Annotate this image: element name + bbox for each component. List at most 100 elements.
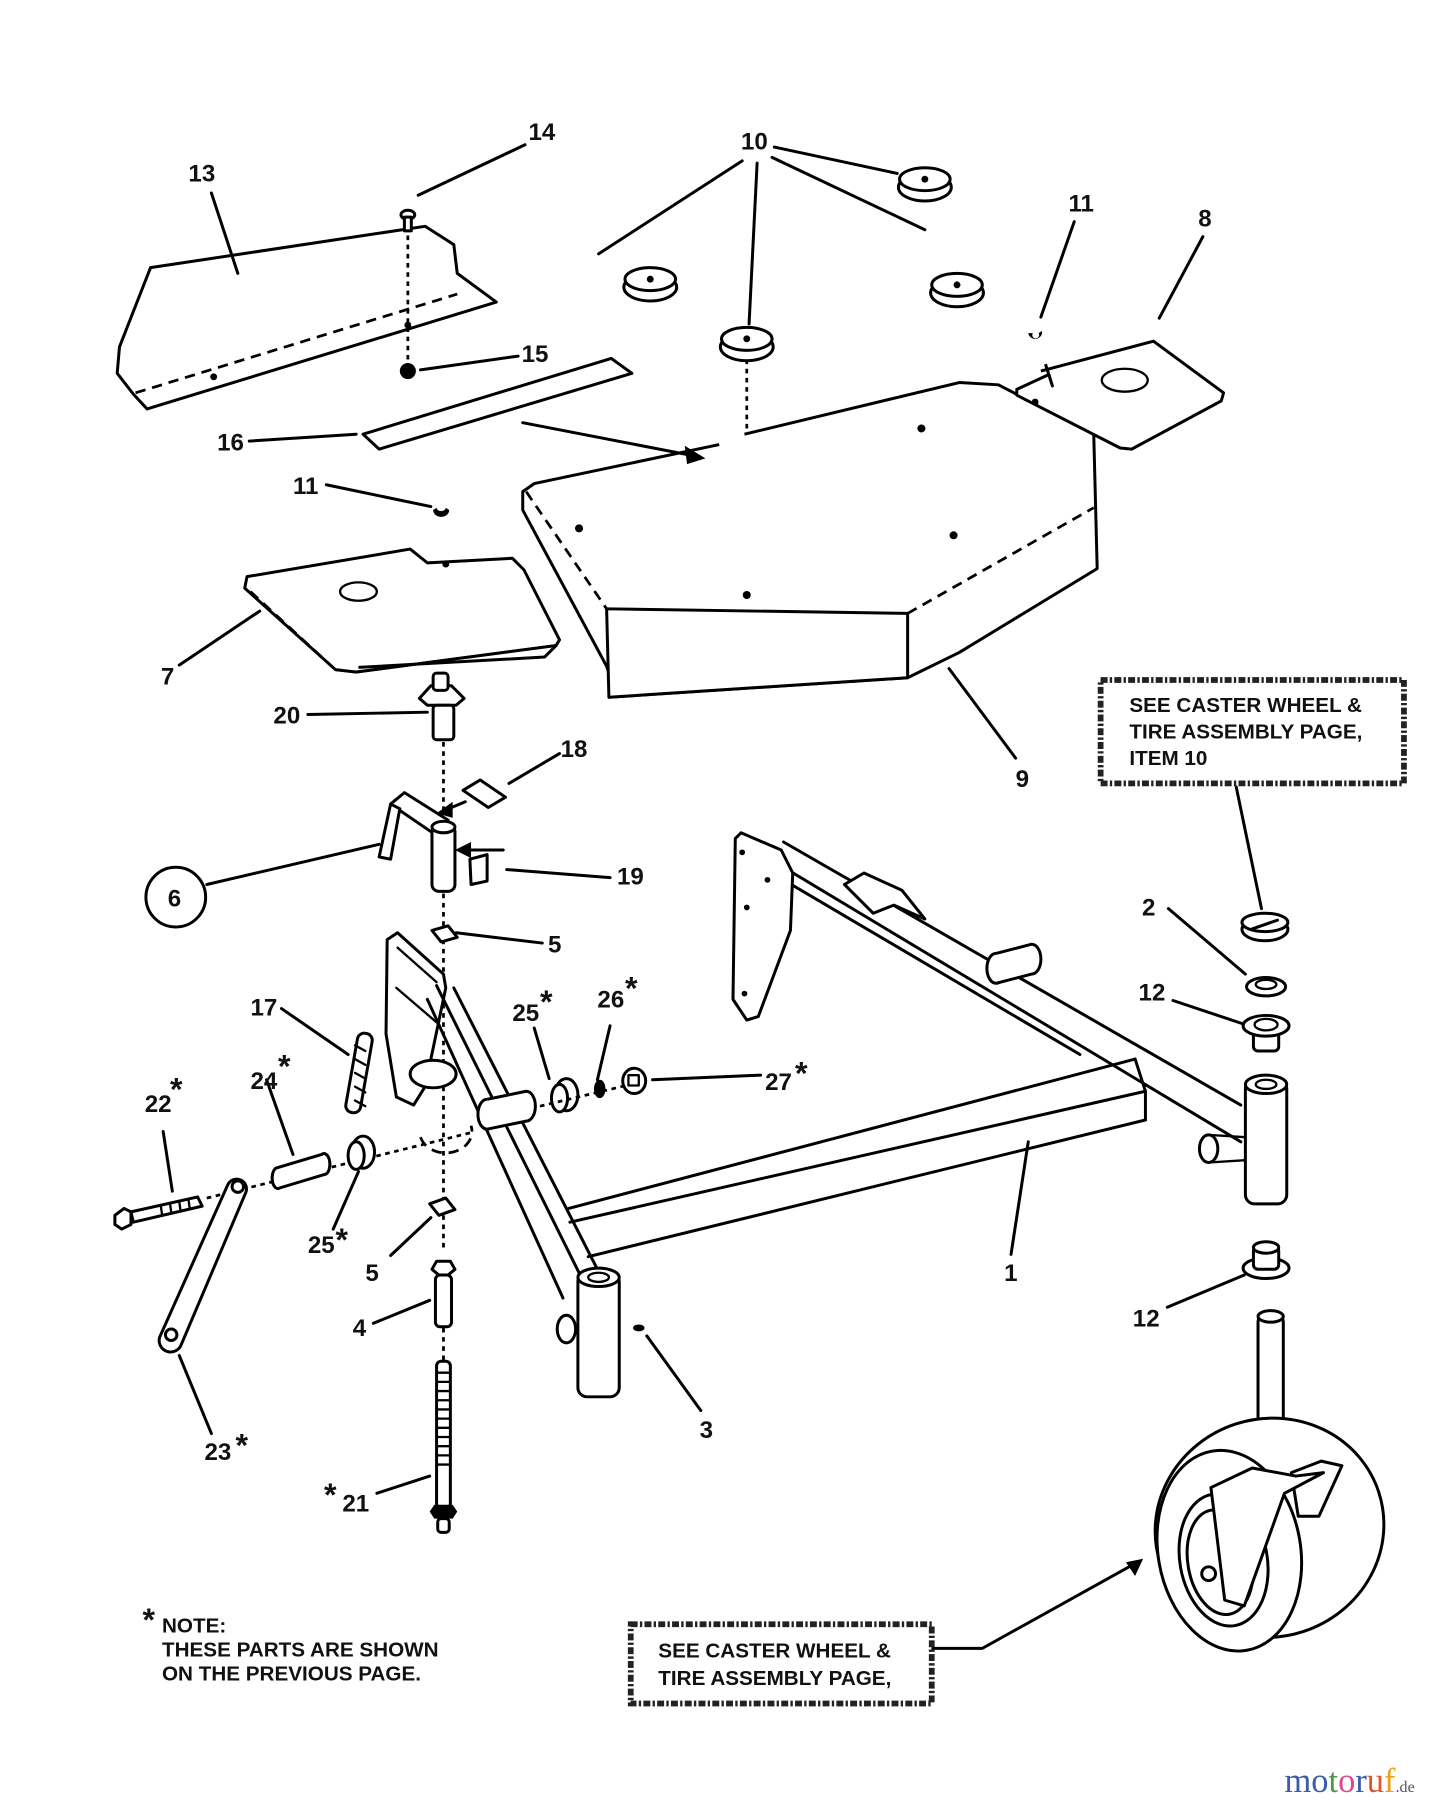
- callout-1: 1: [1004, 1260, 1017, 1287]
- part-12-bushing: [1241, 1240, 1291, 1280]
- callout-9: 9: [1016, 766, 1029, 793]
- part-10-knob: [929, 271, 985, 309]
- part-10-knob: [896, 166, 953, 203]
- callout-5-lower: 5: [365, 1260, 378, 1287]
- callout-26-star: *: [625, 970, 638, 1006]
- reference-box-top-line-1: SEE CASTER WHEEL &: [1129, 694, 1362, 717]
- callout-labels: 1 2 3 4 5 5 6 7 8 9 10 11 11 12 12 13 14…: [144, 119, 1212, 1518]
- note-line-2: ON THE PREVIOUS PAGE.: [162, 1663, 421, 1686]
- part-10-knob: [718, 325, 775, 363]
- callout-20: 20: [273, 703, 300, 730]
- reference-box-bottom: SEE CASTER WHEEL & TIRE ASSEMBLY PAGE,: [627, 1621, 935, 1707]
- part-16-strip: [361, 356, 634, 451]
- part-24-spacer: [270, 1152, 332, 1191]
- callout-25-left-star: *: [335, 1222, 348, 1258]
- callout-27-star: *: [795, 1055, 808, 1091]
- part-22-bolt: [113, 1195, 204, 1231]
- callout-14: 14: [528, 119, 555, 146]
- part-13-channel-cover: [115, 224, 498, 411]
- callout-23-star: *: [236, 1428, 249, 1464]
- note-star: *: [142, 1602, 155, 1638]
- reference-box-bottom-line-2: TIRE ASSEMBLY PAGE,: [658, 1667, 891, 1690]
- callout-5-upper: 5: [548, 931, 561, 958]
- logo-suffix: .de: [1396, 1779, 1415, 1796]
- reference-box-top-line-3: ITEM 10: [1129, 747, 1207, 770]
- callout-8: 8: [1198, 205, 1211, 232]
- part-25-bushing: [346, 1134, 377, 1171]
- callout-7: 7: [161, 664, 174, 691]
- part-5-square-nut: [430, 924, 459, 944]
- logo-letter: t: [1329, 1762, 1339, 1800]
- logo-letter: o: [1311, 1762, 1328, 1800]
- note-heading: NOTE:: [162, 1614, 226, 1637]
- logo-letter: f: [1384, 1762, 1396, 1800]
- caster-wheel-assembly: [1153, 1309, 1386, 1653]
- callout-12-lower: 12: [1133, 1306, 1160, 1333]
- part-1-frame: [425, 831, 1289, 1399]
- part-8-right-plate: [1015, 339, 1226, 451]
- callout-2: 2: [1142, 895, 1155, 922]
- part-14-screw: [399, 208, 417, 368]
- callout-3: 3: [700, 1417, 713, 1444]
- part-4-pivot-pin: [430, 1259, 457, 1329]
- callout-11-right: 11: [1068, 190, 1094, 217]
- part-3-grease-fitting: [633, 1324, 645, 1332]
- part-12-bushing: [1241, 1013, 1291, 1053]
- callout-19: 19: [617, 863, 644, 890]
- callout-17: 17: [250, 994, 277, 1021]
- part-25-bushing: [549, 1077, 580, 1114]
- callout-22: 22: [145, 1091, 172, 1118]
- logo-letter: m: [1284, 1762, 1311, 1800]
- watermark-logo: motoruf.de: [1284, 1762, 1414, 1800]
- part-5-square-nut: [428, 1196, 457, 1217]
- callout-21: 21: [342, 1491, 369, 1518]
- callout-25-right: 25: [512, 1000, 539, 1027]
- watermark-text: motoruf.de: [1284, 1762, 1414, 1800]
- callout-24-star: *: [278, 1048, 291, 1084]
- reference-box-top: SEE CASTER WHEEL & TIRE ASSEMBLY PAGE, I…: [1097, 677, 1407, 787]
- callout-25-right-star: *: [540, 984, 553, 1020]
- callout-26: 26: [597, 986, 624, 1013]
- part-21-threaded-rod: [429, 1359, 458, 1534]
- reference-box-top-line-2: TIRE ASSEMBLY PAGE,: [1129, 721, 1362, 744]
- pivot-bracket: [384, 931, 474, 1155]
- callout-11-left: 11: [293, 473, 319, 500]
- callout-13: 13: [188, 160, 215, 187]
- note-line-1: THESE PARTS ARE SHOWN: [162, 1638, 439, 1661]
- part-9-deck-cover: [521, 381, 1099, 699]
- part-11-clip-left: [433, 507, 450, 517]
- callout-12-upper: 12: [1139, 980, 1166, 1007]
- callout-10: 10: [741, 128, 768, 155]
- part-20-flange-bushing: [417, 671, 466, 814]
- part-7-left-plate: [243, 547, 562, 674]
- part-17-spring: [344, 1031, 374, 1115]
- callout-18: 18: [561, 736, 588, 763]
- part-23-link-arm: [157, 1177, 248, 1354]
- callout-6-circle: [144, 865, 208, 929]
- callout-25-left: 25: [308, 1232, 335, 1259]
- part-18-decal: [461, 778, 508, 810]
- part-2-washer: [1245, 976, 1288, 998]
- callout-4: 4: [353, 1315, 367, 1342]
- callout-21-star: *: [324, 1477, 337, 1513]
- reference-box-bottom-line-1: SEE CASTER WHEEL &: [658, 1640, 891, 1663]
- part-26-washer: [593, 1079, 606, 1099]
- parts-note: * NOTE: THESE PARTS ARE SHOWN ON THE PRE…: [142, 1602, 438, 1685]
- callout-24: 24: [250, 1068, 277, 1095]
- part-15-nut: [399, 362, 416, 380]
- logo-letter: u: [1367, 1762, 1384, 1800]
- logo-letter: o: [1338, 1762, 1355, 1800]
- callout-27: 27: [765, 1069, 792, 1096]
- callout-22-star: *: [170, 1071, 183, 1107]
- callout-15: 15: [522, 341, 549, 368]
- leader-lines: [161, 143, 1263, 1650]
- part-10-knob: [622, 266, 679, 303]
- part-6-lever-assembly: [377, 791, 505, 893]
- caster-item-10: [1240, 911, 1290, 943]
- part-11-clip-right: [1028, 330, 1043, 339]
- callout-6: 6: [168, 885, 181, 912]
- part-19-decal: [468, 853, 489, 886]
- callout-16: 16: [217, 429, 244, 456]
- part-27-nut: [621, 1066, 648, 1096]
